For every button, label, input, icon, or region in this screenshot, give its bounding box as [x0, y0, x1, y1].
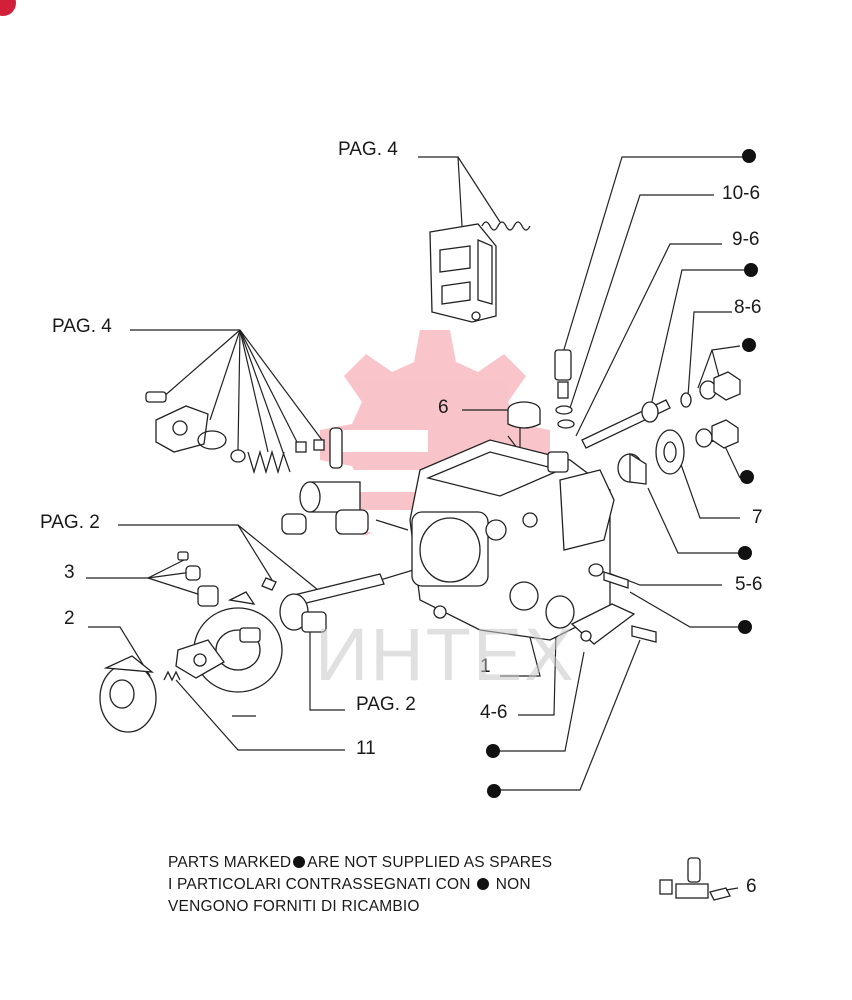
screw-bottom-part [631, 625, 657, 643]
oring-right-part [545, 595, 575, 629]
not-supplied-marker [738, 546, 752, 560]
vane-rotor-part [175, 639, 225, 679]
cap-part [507, 401, 541, 429]
label-ref-1: 1 [480, 656, 491, 677]
small-key-part [261, 577, 277, 591]
label-pag4-top: PAG. 4 [338, 139, 398, 160]
note-line-2-end: NON [495, 876, 531, 893]
screw-left-part [145, 391, 167, 403]
legend-illustration [659, 857, 739, 901]
legend-ref-6: 6 [746, 876, 757, 897]
label-ref-11: 11 [356, 738, 376, 759]
note-line-1-start: PARTS MARKED [168, 854, 292, 871]
note-line-3: VENGONO FORNITI DI RICAMBIO [168, 898, 420, 915]
label-ref-4-6: 4-6 [480, 702, 508, 723]
spring-left-part [247, 449, 285, 475]
leader-lines [86, 156, 744, 791]
label-pag2-bottom: PAG. 2 [356, 694, 416, 715]
not-supplied-marker [742, 338, 756, 352]
cross-fitting-part [281, 481, 369, 535]
governor-bracket-part [429, 223, 497, 323]
label-ref-5-6: 5-6 [735, 574, 763, 595]
roller-parts [177, 551, 219, 607]
not-supplied-marker [487, 784, 501, 798]
label-ref-7: 7 [752, 507, 763, 528]
washer-left-part [230, 449, 246, 463]
not-supplied-marker [740, 470, 754, 484]
label-ref-10-6: 10-6 [722, 183, 761, 204]
watermark-text: ИНТЕХ [315, 613, 576, 696]
marker-symbol [477, 878, 490, 890]
oring-left-part [197, 430, 227, 450]
not-supplied-marker [744, 263, 758, 277]
end-cap-part [99, 655, 157, 733]
cam-ring-part [193, 591, 283, 693]
parts [99, 221, 741, 901]
label-ref-6: 6 [438, 397, 449, 418]
spring-small-part [163, 670, 181, 682]
delivery-valve-part [554, 349, 575, 429]
cover-plate-part [570, 603, 636, 645]
not-supplied-marker [742, 149, 756, 163]
spring-top-part [481, 221, 531, 231]
not-supplied-marker [486, 744, 500, 758]
label-ref-8-6: 8-6 [734, 297, 762, 318]
label-ref-2: 2 [64, 608, 75, 629]
label-ref-3: 3 [64, 562, 75, 583]
seal-ring-part [680, 392, 692, 408]
label-pag4-left: PAG. 4 [52, 316, 112, 337]
screw-right-part [588, 563, 629, 589]
note-line-1: PARTS MARKED ARE NOT SUPPLIED AS SPARES [168, 852, 552, 874]
shaft-part [279, 573, 385, 633]
note-line-2: I PARTICOLARI CONTRASSEGNATI CON NON [168, 874, 531, 896]
note-line-1-end: ARE NOT SUPPLIED AS SPARES [307, 854, 553, 871]
rod-part [581, 399, 671, 449]
not-supplied-marker [738, 620, 752, 634]
pump-housing-part [409, 439, 615, 641]
label-ref-9-6: 9-6 [732, 229, 760, 250]
plate-left-part [155, 405, 209, 453]
washer-nut-upper-part [699, 371, 741, 401]
piston-part [617, 452, 647, 485]
corner-badge [0, 0, 16, 16]
note-line-2-start: I PARTICOLARI CONTRASSEGNATI CON [168, 876, 471, 893]
pin-left-part [295, 427, 343, 469]
bearing-part [655, 429, 685, 475]
washer-nut-lower-part [695, 419, 739, 449]
label-pag2-left: PAG. 2 [40, 512, 100, 533]
marker-symbol [293, 856, 306, 868]
